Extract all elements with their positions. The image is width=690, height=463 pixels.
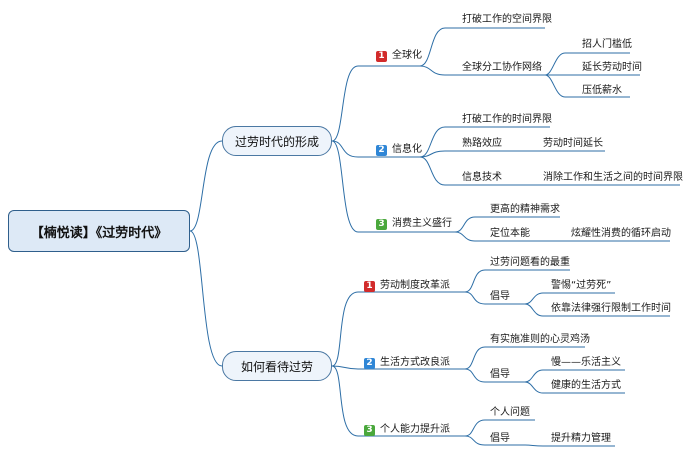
topic-label: 消费主义盛行 [392,218,452,229]
root-title: 【楠悦读】《过劳时代》 [30,225,168,241]
leaf-node[interactable]: 慢——乐活主义 [551,357,621,368]
leaf-node[interactable]: 有实施准则的心灵鸡汤 [490,334,590,345]
topic-informatization[interactable]: 2 信息化 [376,143,422,157]
leaf-node[interactable]: 劳动时间延长 [543,138,603,149]
topic-labor-reform[interactable]: 1 劳动制度改革派 [364,279,450,293]
topic-consumerism[interactable]: 3 消费主义盛行 [376,217,452,231]
leaf-node[interactable]: 消除工作和生活之间的时间界限 [543,172,683,183]
leaf-node[interactable]: 依靠法律强行限制工作时间 [551,303,671,314]
topic-lifestyle[interactable]: 2 生活方式改良派 [364,356,450,370]
topic-label: 劳动制度改革派 [380,280,450,291]
leaf-node[interactable]: 定位本能 [490,228,530,239]
topic-label: 全球化 [392,50,422,61]
leaf-node[interactable]: 信息技术 [462,172,502,183]
leaf-node[interactable]: 警惕“过劳死” [551,280,612,291]
leaf-node[interactable]: 打破工作的时间界限 [462,114,552,125]
priority-1-icon: 1 [376,50,387,62]
topic-label: 个人能力提升派 [380,424,450,435]
leaf-node[interactable]: 炫耀性消费的循环启动 [571,228,671,239]
leaf-node[interactable]: 延长劳动时间 [582,62,642,73]
root-topic[interactable]: 【楠悦读】《过劳时代》 [8,210,190,252]
topic-globalization[interactable]: 1 全球化 [376,49,422,63]
branch-formation[interactable]: 过劳时代的形成 [222,126,332,156]
leaf-node[interactable]: 压低薪水 [582,85,622,96]
leaf-node[interactable]: 健康的生活方式 [551,380,621,391]
branch-label: 过劳时代的形成 [234,134,319,149]
leaf-node[interactable]: 过劳问题看的最重 [490,257,570,268]
leaf-node[interactable]: 全球分工协作网络 [462,62,542,73]
branch-label: 如何看待过劳 [240,359,313,374]
leaf-node[interactable]: 熟路效应 [462,138,502,149]
branch-views[interactable]: 如何看待过劳 [222,351,332,381]
leaf-node[interactable]: 个人问题 [490,407,530,418]
priority-2-icon: 2 [376,144,387,156]
priority-2-icon: 2 [364,357,375,369]
priority-1-icon: 1 [364,280,375,292]
topic-label: 生活方式改良派 [380,357,450,368]
leaf-node[interactable]: 倡导 [490,433,510,444]
leaf-node[interactable]: 倡导 [490,291,510,302]
leaf-node[interactable]: 更高的精神需求 [490,204,560,215]
leaf-node[interactable]: 提升精力管理 [551,433,611,444]
leaf-node[interactable]: 招人门槛低 [582,39,632,50]
topic-label: 信息化 [392,144,422,155]
leaf-node[interactable]: 打破工作的空间界限 [462,14,552,25]
priority-3-icon: 3 [376,218,387,230]
leaf-node[interactable]: 倡导 [490,369,510,380]
priority-3-icon: 3 [364,424,375,436]
topic-ability[interactable]: 3 个人能力提升派 [364,423,450,437]
